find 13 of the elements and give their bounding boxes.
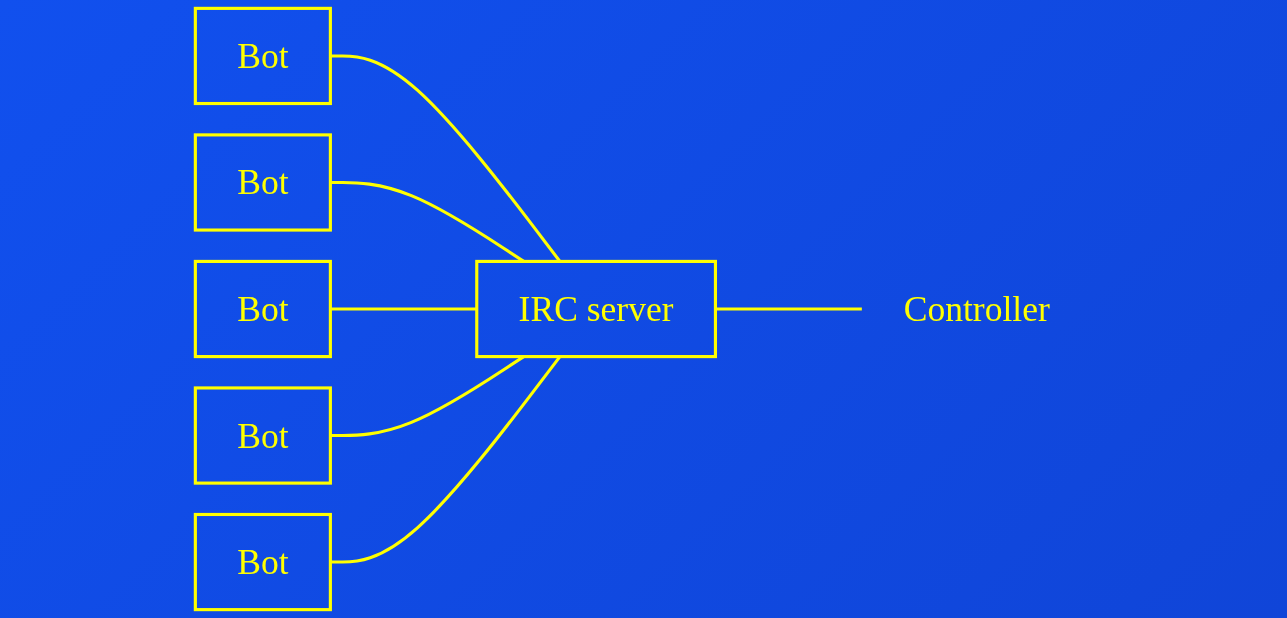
node-box: Bot [193, 512, 332, 612]
connector [330, 355, 525, 438]
connector [330, 180, 525, 263]
node-box: IRC server [475, 259, 718, 359]
node-box: Bot [193, 133, 332, 232]
connector [330, 307, 477, 311]
connector [330, 355, 562, 564]
connector [330, 54, 562, 263]
connector [715, 307, 862, 311]
node-box: Bot [193, 386, 332, 485]
node-box: Bot [193, 259, 332, 359]
node-text: Controller [903, 289, 1050, 329]
node-box: Bot [193, 6, 332, 106]
